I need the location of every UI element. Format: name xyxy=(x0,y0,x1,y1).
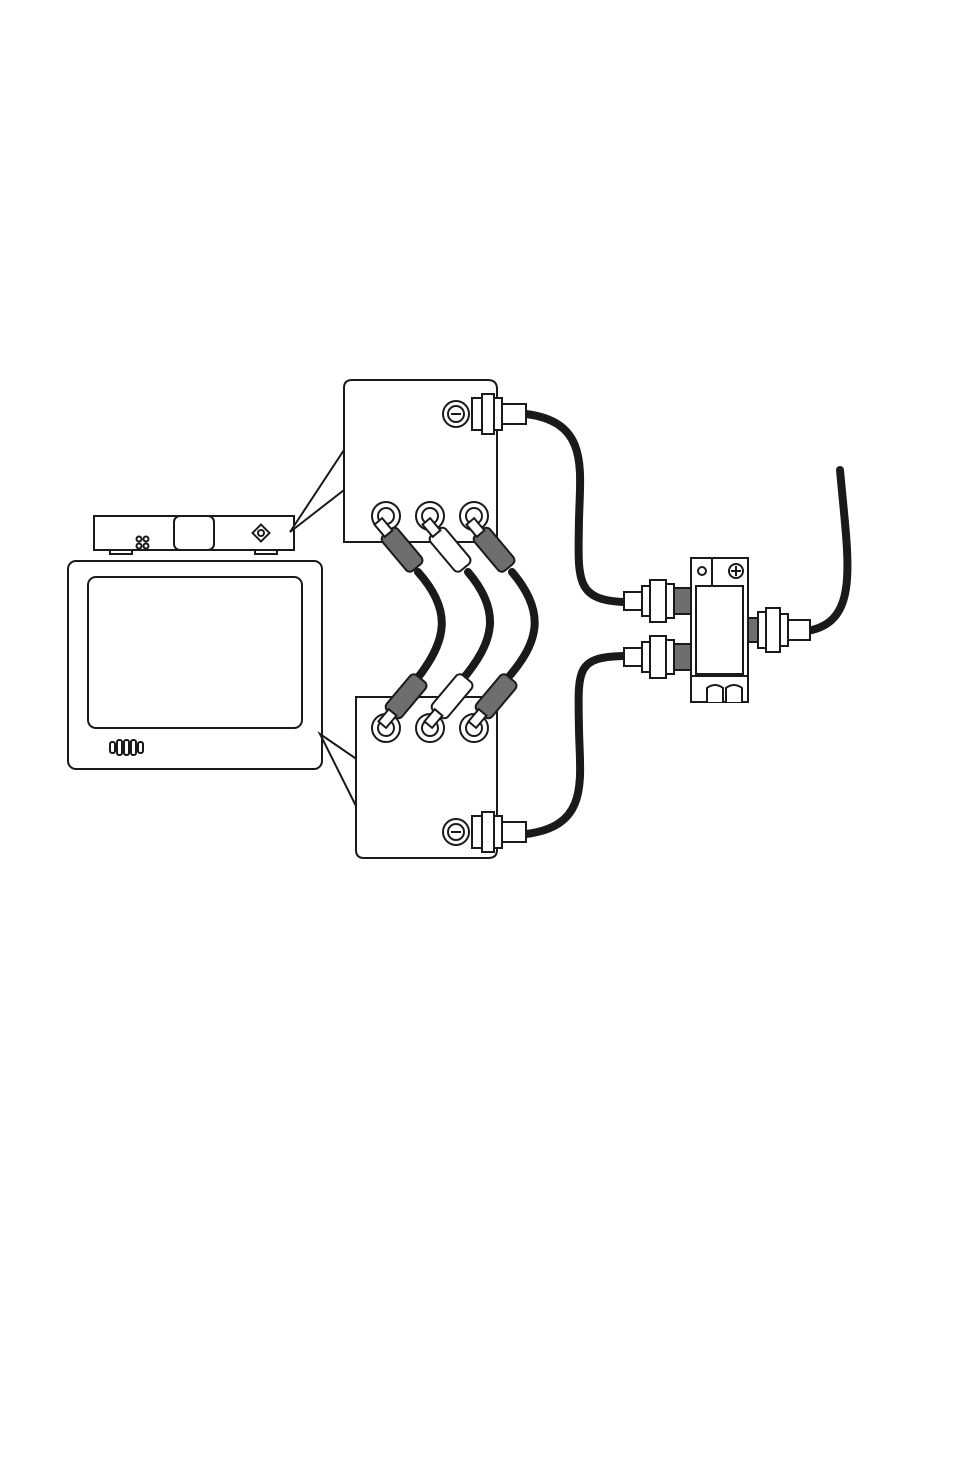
rca-cable-2 xyxy=(462,572,490,680)
tv-receiver xyxy=(94,516,294,554)
rca-cable-1 xyxy=(416,572,442,680)
television xyxy=(68,561,322,769)
coax-cable-receiver-to-splitter xyxy=(526,414,624,602)
splitter-out-port-2 xyxy=(674,644,691,670)
splitter-out-port-1 xyxy=(674,588,691,614)
rca-cables xyxy=(416,572,535,680)
antenna-cable xyxy=(790,470,847,632)
tv-callout xyxy=(320,734,358,810)
receiver-rear-panel xyxy=(344,380,526,542)
splitter xyxy=(624,558,810,702)
rca-cable-3 xyxy=(506,572,535,680)
splitter-in-port xyxy=(748,618,758,642)
coax-cable-tv-to-splitter xyxy=(526,656,624,834)
receiver-callout xyxy=(290,450,344,532)
tv-screen xyxy=(88,577,302,728)
